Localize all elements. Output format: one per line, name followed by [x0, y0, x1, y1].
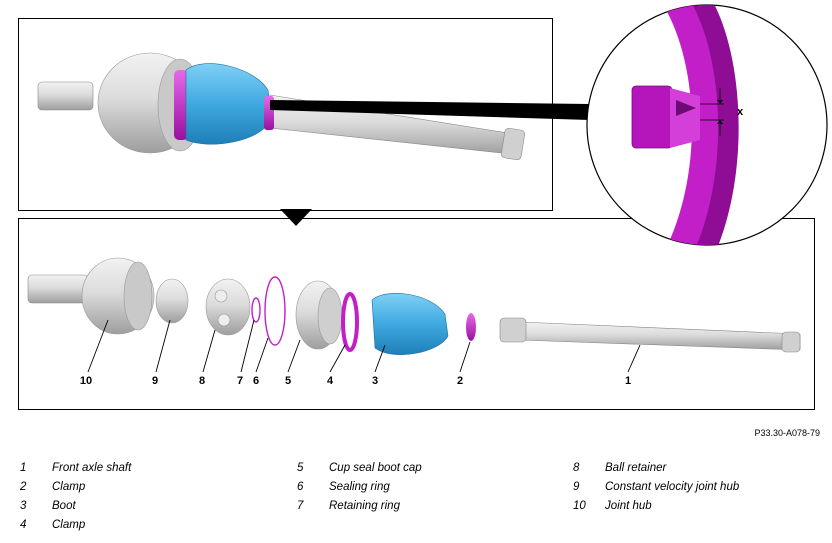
callout-1: 1: [624, 375, 632, 387]
callout-10: 10: [79, 375, 93, 387]
callout-2: 2: [456, 375, 464, 387]
boot-top: [185, 63, 273, 145]
leader-lines: [87, 319, 641, 373]
callout-5: 5: [284, 375, 292, 387]
magnifier-leader: [270, 100, 590, 120]
reference-code: P33.30-A078-79: [754, 428, 820, 438]
clamp-large-top: [174, 70, 188, 140]
splined-end-right-top: [501, 127, 525, 161]
down-arrow: [280, 209, 312, 226]
callout-9: 9: [151, 375, 159, 387]
exploded-parts: [27, 257, 801, 355]
callout-8: 8: [198, 375, 206, 387]
callout-3: 3: [371, 375, 379, 387]
callout-4: 4: [326, 375, 334, 387]
assembled-axle: [37, 52, 525, 161]
detail-magnifier: [586, 4, 828, 246]
callout-6: 6: [252, 375, 260, 387]
callout-7: 7: [236, 375, 244, 387]
splined-end-left-top: [37, 81, 94, 111]
dimension-x-label: x: [736, 106, 744, 118]
